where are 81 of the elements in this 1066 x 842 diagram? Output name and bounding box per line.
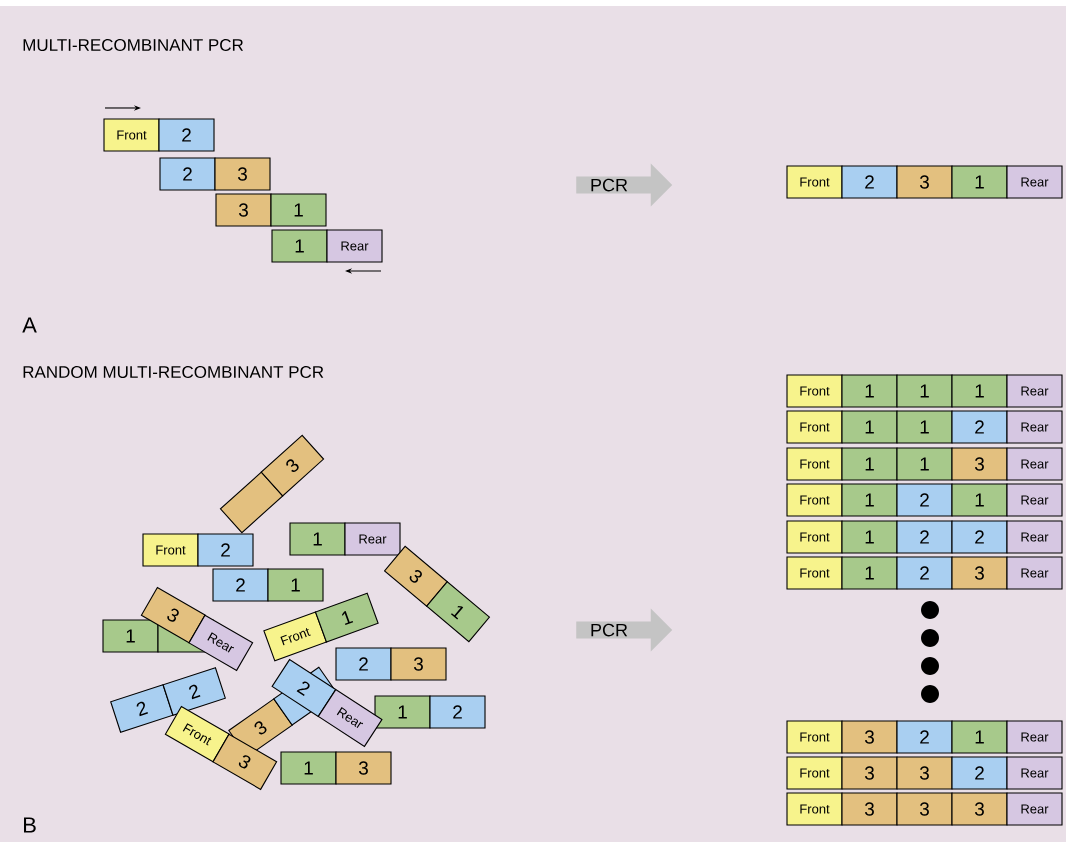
segment-box: Rear xyxy=(1006,556,1063,590)
segment-box: 3 xyxy=(951,556,1008,590)
segment-box: 1 xyxy=(314,592,379,643)
segment-box: 2 xyxy=(896,720,953,754)
segment-box: Front xyxy=(786,792,843,826)
segment-box: 2 xyxy=(429,695,486,729)
section-title: RANDOM MULTI-RECOMBINANT PCR xyxy=(23,365,324,378)
segment-box: Rear xyxy=(1006,756,1063,790)
segment-box: 3 xyxy=(896,756,953,790)
segment-box: Rear xyxy=(1006,720,1063,754)
segment-box: 1 xyxy=(841,374,898,408)
segment-box: 1 xyxy=(289,522,346,556)
panel-letter: A xyxy=(22,317,37,333)
segment-box: 3 xyxy=(951,792,1008,826)
segment-box: Rear xyxy=(1006,410,1063,444)
segment-box: 3 xyxy=(214,157,271,191)
segment-box: 3 xyxy=(841,720,898,754)
segment-box: Rear xyxy=(344,522,401,556)
segment-box: 1 xyxy=(841,520,898,554)
segment-box: 1 xyxy=(841,410,898,444)
segment-box: Front xyxy=(786,520,843,554)
segment-box: 2 xyxy=(159,157,216,191)
segment-box: 2 xyxy=(212,568,269,602)
segment-box: 1 xyxy=(841,483,898,517)
segment-box: Front xyxy=(786,374,843,408)
segment-box: 3 xyxy=(260,434,325,497)
segment-box: 1 xyxy=(267,568,324,602)
segment-box: 1 xyxy=(951,483,1008,517)
segment-box: Front xyxy=(786,720,843,754)
segment-box: 1 xyxy=(280,751,337,785)
segment-box: Front xyxy=(786,410,843,444)
segment-box: 2 xyxy=(841,165,898,199)
segment-box: 2 xyxy=(951,520,1008,554)
segment-box: 3 xyxy=(841,756,898,790)
segment-box: 3 xyxy=(335,751,392,785)
segment-box: 1 xyxy=(896,447,953,481)
segment-box: Rear xyxy=(1006,165,1063,199)
segment-box: 1 xyxy=(841,447,898,481)
segment-box: 2 xyxy=(951,756,1008,790)
segment-box: 2 xyxy=(896,520,953,554)
segment-box: 1 xyxy=(951,165,1008,199)
segment-box: Rear xyxy=(326,229,383,263)
segment-box: 3 xyxy=(896,165,953,199)
segment-box: 1 xyxy=(841,556,898,590)
segment-box: Rear xyxy=(1006,520,1063,554)
section-title: MULTI-RECOMBINANT PCR xyxy=(23,38,244,51)
segment-box: 2 xyxy=(896,483,953,517)
segment-box: Front xyxy=(786,556,843,590)
segment-box: 3 xyxy=(215,193,272,227)
segment-box: 1 xyxy=(102,619,159,653)
segment-box: Rear xyxy=(1006,483,1063,517)
segment-box: 1 xyxy=(951,374,1008,408)
segment-box: 3 xyxy=(841,792,898,826)
segment-box: Front xyxy=(786,447,843,481)
segment-box: 2 xyxy=(158,118,215,152)
segment-box: 2 xyxy=(197,533,254,567)
segment-box: 1 xyxy=(951,720,1008,754)
segment-box: Front xyxy=(142,533,199,567)
segment-box: 1 xyxy=(896,410,953,444)
segment-box: 3 xyxy=(951,447,1008,481)
segment-box: 2 xyxy=(162,667,226,716)
segment-box: 2 xyxy=(335,647,392,681)
segment-box: Front xyxy=(786,165,843,199)
segment-box: 2 xyxy=(951,410,1008,444)
segment-box: Front xyxy=(786,756,843,790)
segment-box: Front xyxy=(786,483,843,517)
segment-box: Rear xyxy=(1006,374,1063,408)
segment-box: 1 xyxy=(271,229,328,263)
segment-box: 1 xyxy=(270,193,327,227)
segment-box: Front xyxy=(263,611,328,662)
segment-box: 3 xyxy=(390,647,447,681)
segment-box xyxy=(219,471,284,534)
panel-letter: B xyxy=(24,817,36,833)
segment-box: 3 xyxy=(896,792,953,826)
segment-box: Front xyxy=(103,118,160,152)
segment-box: 1 xyxy=(374,695,431,729)
segment-box: Rear xyxy=(1006,447,1063,481)
segment-box: Rear xyxy=(1006,792,1063,826)
segment-box: 1 xyxy=(896,374,953,408)
segment-box: 2 xyxy=(110,684,174,733)
segment-box: 2 xyxy=(896,556,953,590)
